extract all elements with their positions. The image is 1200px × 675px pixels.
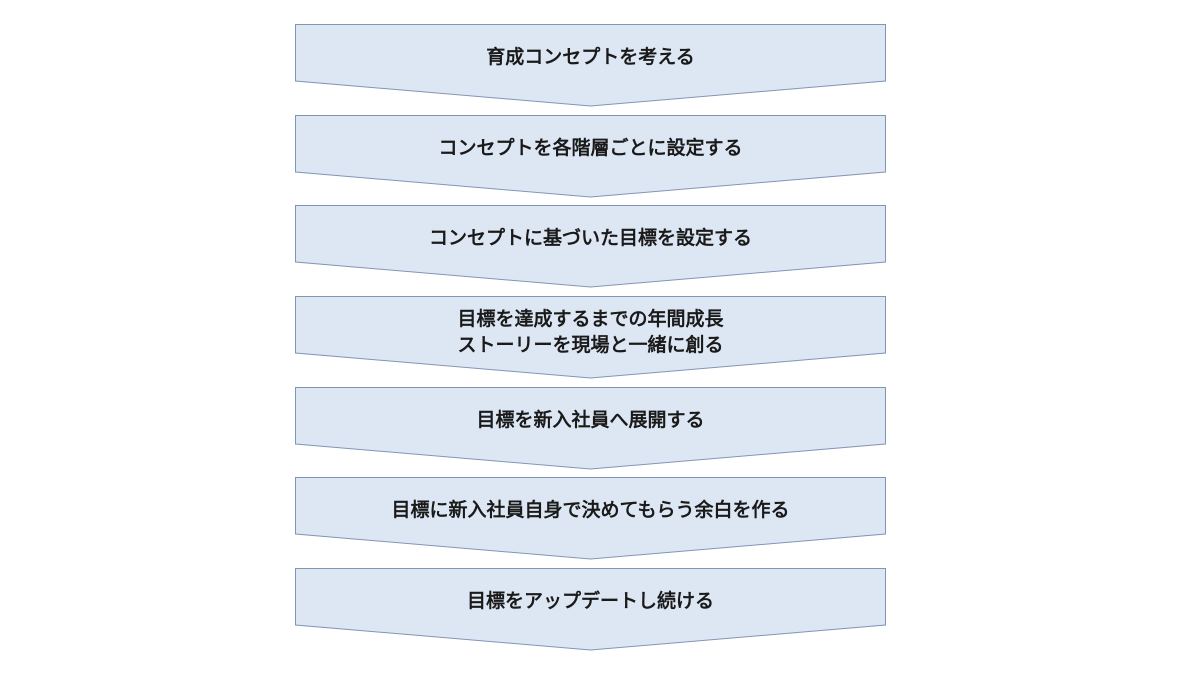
step-label: コンセプトに基づいた目標を設定する (295, 205, 886, 262)
step-label: 育成コンセプトを考える (295, 24, 886, 81)
chevron-down-shape (295, 115, 886, 198)
step-label-line: ストーリーを現場と一緒に創る (457, 333, 724, 356)
step-label-line: コンセプトを各階層ごとに設定する (438, 136, 743, 159)
flow-step-1: 育成コンセプトを考える (295, 24, 886, 107)
flow-step-3: コンセプトに基づいた目標を設定する (295, 205, 886, 288)
chevron-down-shape (295, 387, 886, 470)
step-label-line: コンセプトに基づいた目標を設定する (428, 226, 752, 249)
flow-step-6: 目標に新入社員自身で決めてもらう余白を作る (295, 477, 886, 560)
step-label: コンセプトを各階層ごとに設定する (295, 115, 886, 172)
step-label-line: 目標を達成するまでの年間成長 (457, 307, 724, 330)
step-label-line: 育成コンセプトを考える (486, 45, 695, 68)
flow-step-5: 目標を新入社員へ展開する (295, 387, 886, 470)
step-label: 目標に新入社員自身で決めてもらう余白を作る (295, 477, 886, 534)
step-label: 目標を新入社員へ展開する (295, 387, 886, 444)
flow-step-7: 目標をアップデートし続ける (295, 568, 886, 651)
chevron-down-shape (295, 568, 886, 651)
chevron-down-shape (295, 24, 886, 107)
chevron-down-shape (295, 205, 886, 288)
step-label-line: 目標をアップデートし続ける (466, 589, 714, 612)
step-label-line: 目標を新入社員へ展開する (476, 408, 705, 431)
step-label: 目標をアップデートし続ける (295, 568, 886, 625)
chevron-down-shape (295, 296, 886, 379)
step-label-line: 目標に新入社員自身で決めてもらう余白を作る (391, 498, 790, 521)
flow-step-2: コンセプトを各階層ごとに設定する (295, 115, 886, 198)
step-label: 目標を達成するまでの年間成長ストーリーを現場と一緒に創る (295, 296, 886, 356)
chevron-down-shape (295, 477, 886, 560)
flow-step-4: 目標を達成するまでの年間成長ストーリーを現場と一緒に創る (295, 296, 886, 379)
